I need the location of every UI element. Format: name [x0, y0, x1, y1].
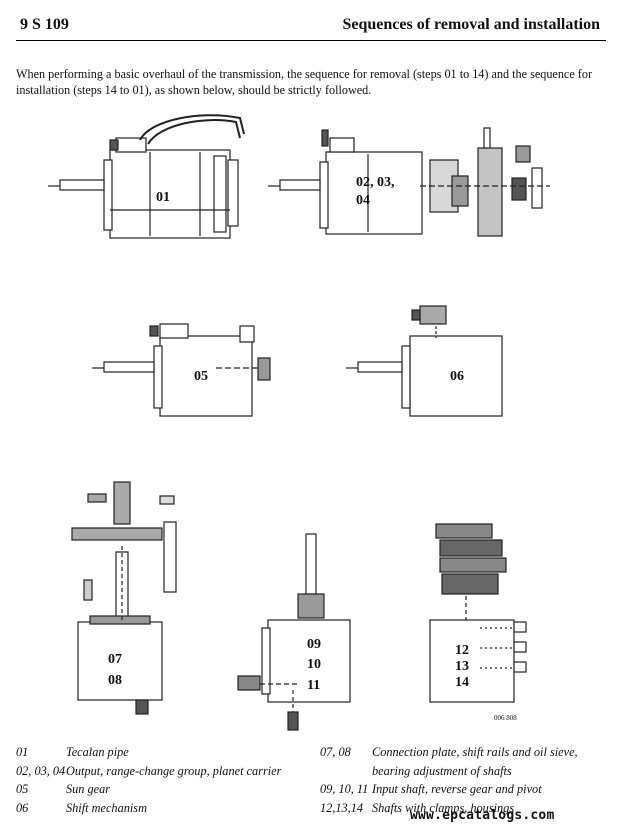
label-14: 14	[455, 675, 469, 690]
legend-text: Shafts with clamps, housings	[372, 800, 515, 815]
label-02-03: 02, 03,	[356, 175, 395, 190]
label-11: 11	[307, 678, 320, 693]
legend-item: 05 Sun gear	[16, 780, 281, 799]
legend-item: 12,13,14 Shafts with clamps, housings	[320, 799, 578, 818]
legend-right: 07, 08 Connection plate, shift rails and…	[320, 743, 578, 817]
legend-item: 06 Shift mechanism	[16, 799, 281, 818]
figure-07-08-connection-plate: 07 08	[71, 481, 177, 715]
legend-step: 06	[16, 800, 29, 815]
legend-text: Sun gear	[66, 782, 111, 796]
legend-left: 01 Tecalan pipe 02, 03, 04 Output, range…	[16, 743, 281, 817]
label-04: 04	[356, 193, 370, 208]
legend-step: 01	[16, 745, 29, 759]
figure-06-shift-mechanism: 06	[346, 305, 503, 417]
figure-05-sun-gear: 05	[92, 323, 271, 417]
intro-paragraph: When performing a basic overhaul of the …	[16, 67, 593, 97]
watermark: www.epcatalogs.com	[410, 808, 555, 823]
label-06: 06	[450, 369, 464, 384]
legend-item: 07, 08 Connection plate, shift rails and…	[320, 743, 578, 762]
page-number: 9 S 109	[20, 16, 69, 33]
legend-item-continued: bearing adjustment of shafts	[320, 762, 578, 781]
legend-step: 05	[16, 782, 29, 796]
label-09: 09	[307, 637, 321, 652]
label-01: 01	[156, 190, 170, 205]
figure-02-04-output: 02, 03, 04	[268, 127, 550, 237]
page-header: 9 S 109 Sequences of removal and install…	[16, 14, 606, 41]
label-13: 13	[455, 659, 469, 674]
figure-reference: 006 808	[494, 714, 517, 722]
legend-text: bearing adjustment of shafts	[372, 763, 512, 778]
label-10: 10	[307, 657, 321, 672]
legend-step: 12,13,14	[320, 800, 364, 815]
figure-09-11-input-shaft: 09 10 11	[237, 533, 351, 731]
label-05: 05	[194, 369, 208, 384]
legend-text: Input shaft, reverse gear and pivot	[372, 782, 542, 796]
label-12: 12	[455, 643, 469, 658]
legend-item: 09, 10, 11 Input shaft, reverse gear and…	[320, 780, 578, 799]
legend-step: 09, 10, 11	[320, 782, 369, 796]
legend-step: 07, 08	[320, 745, 351, 759]
figure-01-transmission: 01	[48, 114, 245, 239]
legend-step: 02, 03, 04	[16, 763, 66, 778]
legend-text: Connection plate, shift rails and oil si…	[372, 745, 578, 759]
figure-12-14-shafts-housing: 12 13 14 006 808	[429, 523, 527, 722]
section-title: Sequences of removal and installation	[342, 16, 601, 33]
legend-item: 01 Tecalan pipe	[16, 743, 281, 762]
legend-item: 02, 03, 04 Output, range-change group, p…	[16, 762, 281, 781]
label-08: 08	[108, 673, 122, 688]
legend-text: Shift mechanism	[66, 800, 147, 815]
legend-text: Output, range-change group, planet carri…	[66, 763, 282, 778]
legend-text: Tecalan pipe	[66, 745, 129, 759]
label-07: 07	[108, 652, 122, 667]
